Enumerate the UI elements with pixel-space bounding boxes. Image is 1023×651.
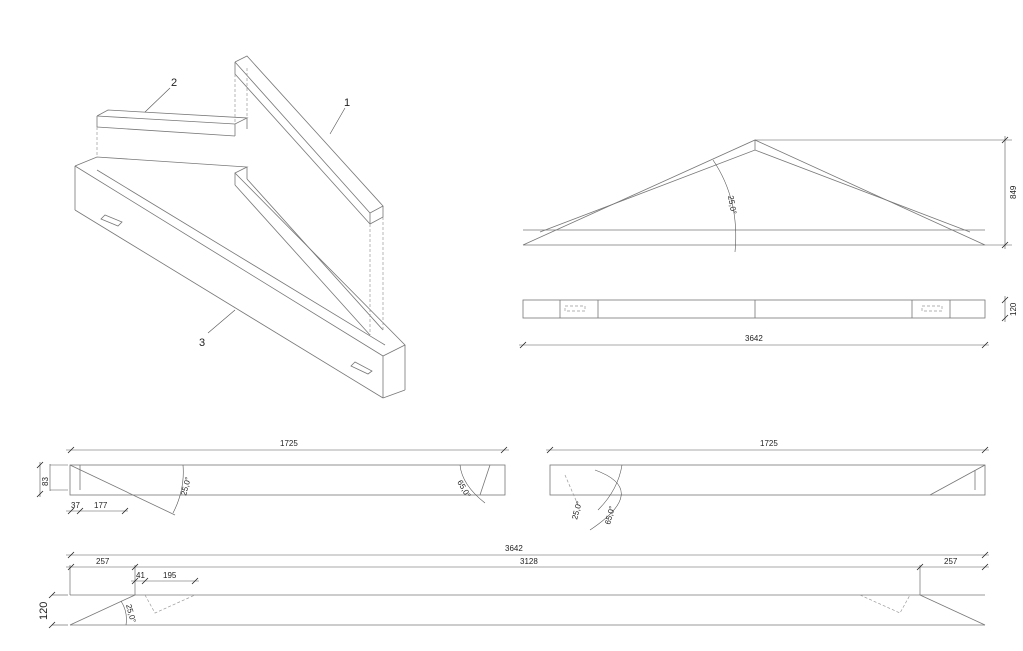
part2-left-notch: 177 (94, 501, 108, 510)
part2-left-detail: 25,0° 65,0° 1725 83 37 177 (36, 439, 509, 516)
part-3-tie-beam (74, 156, 406, 399)
isometric-view: 1 2 3 (74, 55, 406, 399)
part-label-2: 2 (171, 77, 177, 89)
part2-right-angle-a: 25,0° (570, 500, 584, 520)
part2-left-angle-b: 65,0° (455, 479, 472, 500)
truss-plan: 120 3642 (519, 296, 1018, 349)
part-label-1: 1 (344, 97, 350, 109)
elevation-angle: 25,0° (726, 195, 738, 215)
part3-height: 120 (38, 602, 50, 620)
truss-elevation: 25,0° 849 (522, 136, 1018, 253)
elevation-height: 849 (1009, 185, 1018, 199)
part3-total: 3642 (505, 544, 523, 553)
part3-notch-len: 195 (163, 571, 177, 580)
part-label-3: 3 (199, 337, 205, 349)
part-1-rafter (234, 55, 384, 225)
part3-notch-offset: 41 (136, 571, 145, 580)
part3-detail: 25,0° 3642 257 3128 257 41 195 120 (38, 544, 989, 629)
part2-left-offset: 37 (71, 501, 80, 510)
part2-right-length: 1725 (760, 439, 778, 448)
part-2-rafter (96, 109, 249, 137)
part2-left-height: 83 (41, 477, 50, 486)
part2-right-detail: 25,0° 65,0° 1725 (546, 439, 989, 531)
part2-left-angle-a: 25,0° (179, 476, 193, 496)
part3-inner: 3128 (520, 557, 538, 566)
part3-end-right: 257 (944, 557, 958, 566)
plan-length: 3642 (745, 334, 763, 343)
plan-width: 120 (1009, 302, 1018, 316)
part2-right-angle-b: 65,0° (603, 505, 617, 525)
part3-end-left: 257 (96, 557, 110, 566)
part2-left-length: 1725 (280, 439, 298, 448)
assembly-guides (96, 68, 384, 335)
